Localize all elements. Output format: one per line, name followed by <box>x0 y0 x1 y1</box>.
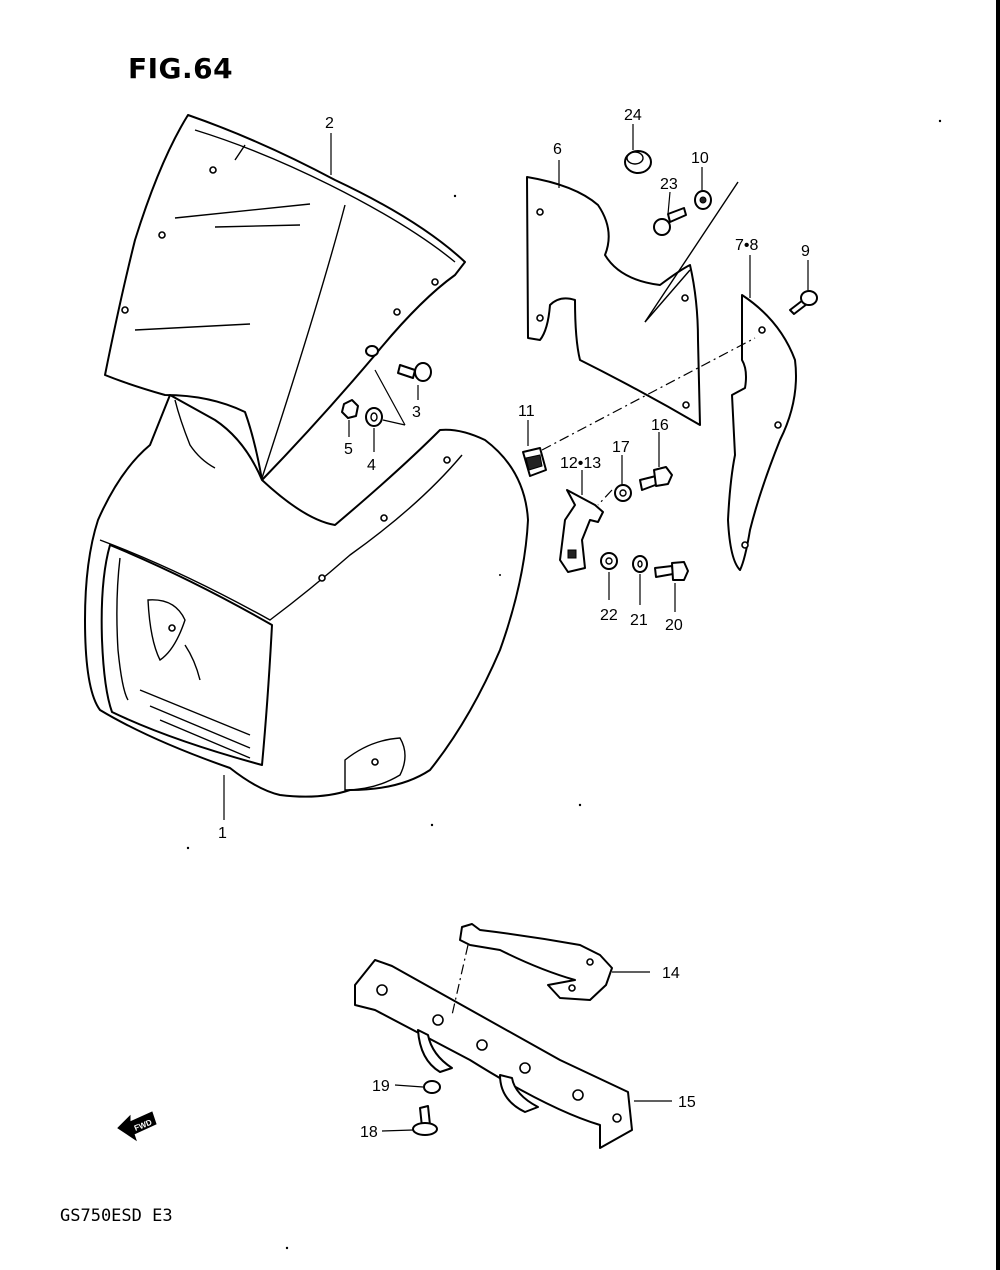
side-trim[interactable] <box>727 294 797 571</box>
upper-brace[interactable] <box>459 923 613 1001</box>
callout-18: 18 <box>360 1124 378 1141</box>
callout-14: 14 <box>662 965 680 982</box>
headlight-cowl[interactable] <box>84 394 529 798</box>
lower-bracket[interactable] <box>354 959 633 1149</box>
callout-3: 3 <box>412 404 421 421</box>
figure-title: FIG.64 <box>128 52 234 85</box>
callout-12-13: 12•13 <box>560 455 601 472</box>
callout-22: 22 <box>600 607 618 624</box>
grommet-3-mount <box>365 345 379 357</box>
bracket-12-13[interactable] <box>559 489 604 573</box>
grommet-24[interactable] <box>624 150 652 174</box>
scan-specks <box>186 119 942 1250</box>
lock-washer-21[interactable] <box>632 555 648 573</box>
callout-17: 17 <box>612 439 630 456</box>
nut-5[interactable] <box>341 399 359 419</box>
callout-labels: 2 1 3 4 5 6 7•8 9 10 11 12•13 14 15 16 1… <box>218 107 810 1141</box>
screw-3[interactable] <box>397 362 432 382</box>
callout-9: 9 <box>801 243 810 260</box>
washer-4[interactable] <box>365 407 383 427</box>
bolt-16[interactable] <box>639 466 673 491</box>
model-code: GS750ESD E3 <box>60 1206 173 1226</box>
bolt-18[interactable] <box>412 1105 438 1136</box>
inner-panel[interactable] <box>526 176 739 426</box>
screw-9[interactable] <box>789 290 818 315</box>
callout-16: 16 <box>651 417 669 434</box>
callout-21: 21 <box>630 612 648 629</box>
nut-10[interactable] <box>694 190 712 210</box>
callout-24: 24 <box>624 107 642 124</box>
callout-10: 10 <box>691 150 709 167</box>
callout-7-8: 7•8 <box>735 237 759 254</box>
callout-4: 4 <box>367 457 376 474</box>
leader-lines <box>223 124 809 1132</box>
lock-washer-19[interactable] <box>423 1080 441 1094</box>
callout-2: 2 <box>325 115 334 132</box>
callout-5: 5 <box>344 441 353 458</box>
callout-6: 6 <box>553 141 562 158</box>
scan-edge <box>996 0 1000 1270</box>
callout-23: 23 <box>660 176 678 193</box>
callout-11: 11 <box>518 403 535 420</box>
clip-nut-11[interactable] <box>522 447 547 477</box>
bolt-20[interactable] <box>654 561 689 581</box>
callout-1: 1 <box>218 825 227 842</box>
callout-20: 20 <box>665 617 683 634</box>
callout-15: 15 <box>678 1094 696 1111</box>
callout-19: 19 <box>372 1078 390 1095</box>
screw-23[interactable] <box>653 207 687 236</box>
fwd-arrow-icon: FWD <box>117 1111 157 1142</box>
washer-17[interactable] <box>614 484 632 502</box>
washer-22[interactable] <box>600 552 618 570</box>
